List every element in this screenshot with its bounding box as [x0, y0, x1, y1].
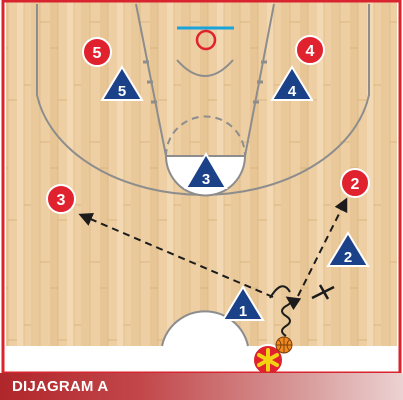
defense-player-2: 2: [326, 231, 370, 267]
offense-player-3-label: 3: [57, 192, 66, 209]
basket-rim: [195, 29, 217, 51]
defense-player-3: 3: [184, 152, 228, 189]
defense-player-1-label: 1: [239, 303, 247, 320]
defense-player-1: 1: [221, 285, 265, 321]
defense-player-4-label: 4: [288, 83, 297, 100]
offense-player-2-label: 2: [351, 176, 360, 193]
basketball-court: 5 4 3 2 5 4 3 2: [1, 0, 402, 373]
offense-player-4-label: 4: [306, 43, 315, 60]
diagram-caption: DIJAGRAM A: [0, 373, 403, 400]
defense-player-2-label: 2: [344, 249, 352, 266]
dribble-line: [281, 296, 302, 337]
asterisk-icon: [252, 344, 284, 373]
pass-lines: [78, 197, 348, 298]
basketball-icon: [275, 336, 293, 354]
defense-player-5: 5: [100, 65, 144, 101]
defense-player-5-label: 5: [118, 83, 126, 100]
offense-player-3: 3: [46, 184, 76, 214]
restricted-arc: [176, 59, 234, 77]
diagram-border: [1, 0, 402, 373]
offense-player-4: 4: [295, 35, 325, 65]
offense-player-5: 5: [82, 37, 112, 67]
court-baseline-band: [6, 346, 397, 373]
free-throw-circle-dashed: [165, 115, 246, 157]
offense-player-2: 2: [340, 168, 370, 198]
defense-player-4: 4: [270, 65, 314, 101]
offense-player-5-label: 5: [93, 45, 102, 62]
defense-player-3-label: 3: [202, 171, 210, 188]
cut-loop: [269, 285, 291, 299]
lane-hash-marks: [143, 60, 267, 104]
pass-to-player-3: [78, 212, 274, 298]
screen-line: [311, 284, 335, 300]
pass-to-player-2: [297, 197, 348, 297]
